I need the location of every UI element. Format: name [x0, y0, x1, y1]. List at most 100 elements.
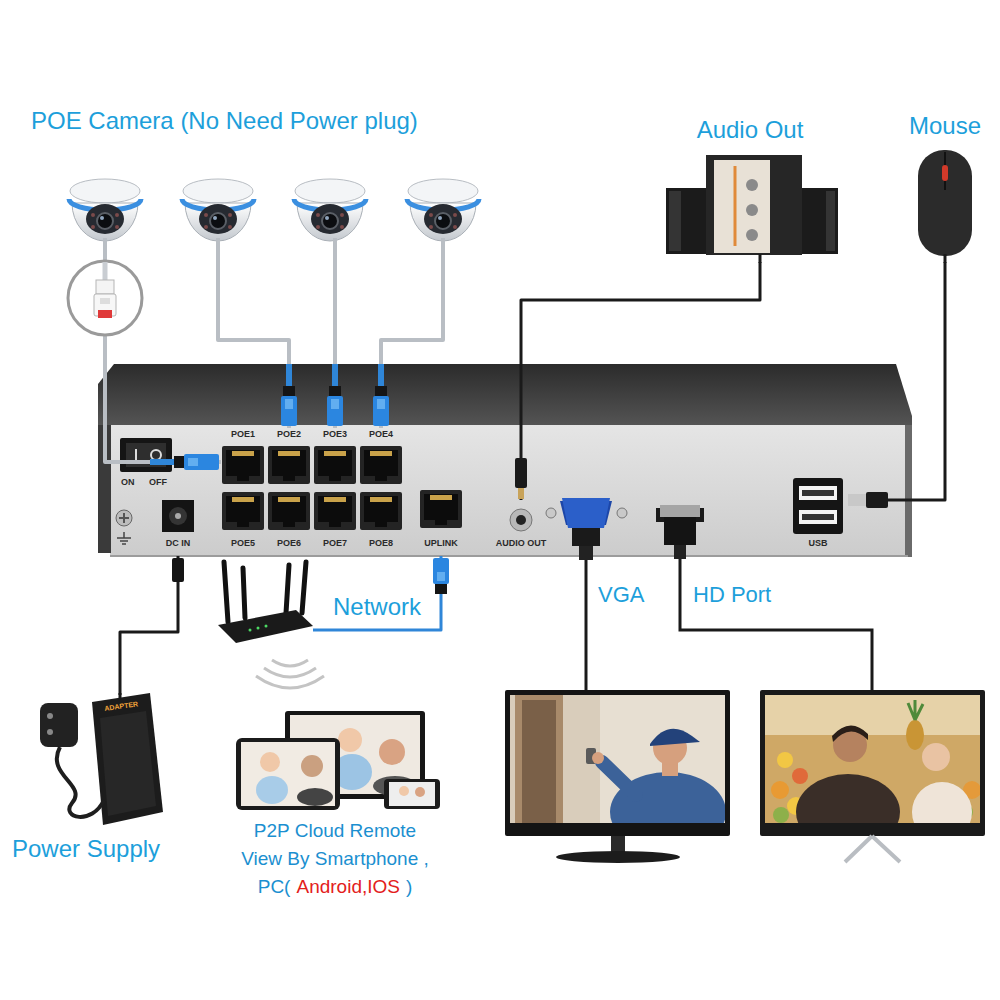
- rj45-port: [222, 492, 264, 530]
- power-switch: [120, 438, 172, 472]
- monitor-hdmi: [773, 807, 789, 823]
- device-heading: POE Camera (No Need Power plug): [31, 107, 418, 135]
- port-name-label: HD Port: [693, 582, 771, 607]
- remote-devices: [399, 786, 409, 796]
- speaker-set: [759, 254, 762, 263]
- nvr-body: [110, 425, 908, 557]
- rj45-plug: [184, 454, 219, 470]
- port-box: UPLINK: [416, 488, 466, 556]
- port-box: DC IN: [158, 497, 198, 556]
- remote-view-text: ): [406, 876, 412, 897]
- mouse-drawing: [944, 254, 947, 263]
- nvr-recorder: POE1POE2POE3POE4POE5POE6POE7POE8DC INUPL…: [108, 425, 908, 556]
- dome-camera: [407, 179, 479, 241]
- remote-devices: [338, 728, 362, 752]
- power-cable: [120, 556, 178, 695]
- rj45-plug: [174, 456, 184, 468]
- vga-plug: [572, 528, 600, 546]
- power-switch: [135, 449, 137, 461]
- connector-magnifier: [103, 262, 108, 282]
- wifi-waves: [264, 668, 316, 677]
- vga-plug: [562, 498, 610, 528]
- rj45-port: [360, 492, 402, 530]
- usb-port: [793, 478, 843, 534]
- device-heading: Power Supply: [12, 835, 160, 863]
- rj45-plug: [433, 558, 449, 594]
- vga-plug: [562, 498, 610, 560]
- ground-screw: [117, 537, 131, 539]
- speaker-set: [666, 188, 710, 254]
- usb-cable: [848, 262, 945, 500]
- remote-devices: [236, 738, 340, 810]
- rj45-plug: [188, 458, 198, 466]
- connector-magnifier: [98, 310, 112, 318]
- usb-plug: [848, 494, 866, 506]
- mouse-drawing: [942, 165, 948, 181]
- port-box: POE5: [221, 490, 265, 556]
- device-heading: Mouse: [909, 112, 981, 140]
- hdmi-cable: [680, 559, 872, 690]
- nvr-body: [905, 425, 912, 557]
- poe-cable: [218, 252, 289, 428]
- power-adapter-drawing: [47, 729, 53, 735]
- monitor-vga: [611, 836, 625, 852]
- monitor-vga: [650, 729, 700, 746]
- dc-jack: [162, 500, 194, 532]
- audio-plug: [515, 458, 527, 488]
- vga-port: [546, 508, 556, 518]
- port-label: POE1: [231, 429, 255, 439]
- monitor-vga: [505, 690, 730, 863]
- port-box: POE1: [221, 428, 265, 488]
- ground-screw: [122, 543, 126, 545]
- rj45-port: [314, 492, 356, 530]
- hdmi-plug: [660, 505, 700, 517]
- router-drawing: [249, 629, 252, 632]
- monitor-hdmi: [912, 782, 972, 823]
- audio-plug: [518, 488, 524, 499]
- camera-cable-stub: [441, 238, 445, 253]
- camera-group: POE Camera (No Need Power plug): [25, 105, 480, 252]
- remote-devices: [241, 742, 335, 806]
- platform-text: Android,IOS: [296, 876, 400, 897]
- port-label: POE5: [231, 538, 255, 548]
- monitor-hdmi: [765, 695, 980, 735]
- speaker-set: [746, 179, 758, 191]
- monitor-hdmi: [845, 836, 900, 862]
- ground-screw: [123, 532, 125, 538]
- audio-cable: [521, 262, 760, 500]
- camera-cable-stub: [216, 238, 220, 253]
- speaker-set: [714, 160, 770, 253]
- rj45-port: [314, 446, 356, 484]
- port-label: POE2: [277, 429, 301, 439]
- port-name-label: VGA: [598, 582, 644, 607]
- router-device: Network: [215, 555, 313, 647]
- camera-cable-stub: [105, 238, 443, 253]
- dc-jack: [169, 507, 187, 525]
- port-box: POE4: [359, 428, 403, 488]
- usb-port: [793, 478, 843, 534]
- port-label: POE3: [323, 429, 347, 439]
- router-drawing: [302, 562, 306, 613]
- power-adapter-drawing: [40, 693, 163, 825]
- speaker-set: [666, 155, 838, 263]
- port-box: USB: [788, 476, 848, 556]
- monitor-hdmi: [760, 690, 985, 862]
- dc-jack: [162, 500, 194, 532]
- port-label: POE8: [369, 538, 393, 548]
- monitor-hdmi: [922, 743, 950, 771]
- remote-devices: [379, 739, 405, 765]
- port-label: AUDIO OUT: [496, 538, 547, 548]
- port-box: POE8: [359, 490, 403, 556]
- monitor-vga: [515, 695, 563, 823]
- network-cable: [313, 556, 441, 630]
- mouse-device: Mouse: [902, 110, 988, 262]
- remote-devices: [236, 711, 440, 810]
- rj45-plug: [435, 584, 447, 594]
- power-adapter-drawing: [100, 711, 156, 816]
- port-label: POE6: [277, 538, 301, 548]
- power-adapter-drawing: [40, 703, 78, 747]
- speaker-set: [796, 188, 838, 254]
- port-label: POE4: [369, 429, 393, 439]
- rj45-plug: [437, 572, 445, 581]
